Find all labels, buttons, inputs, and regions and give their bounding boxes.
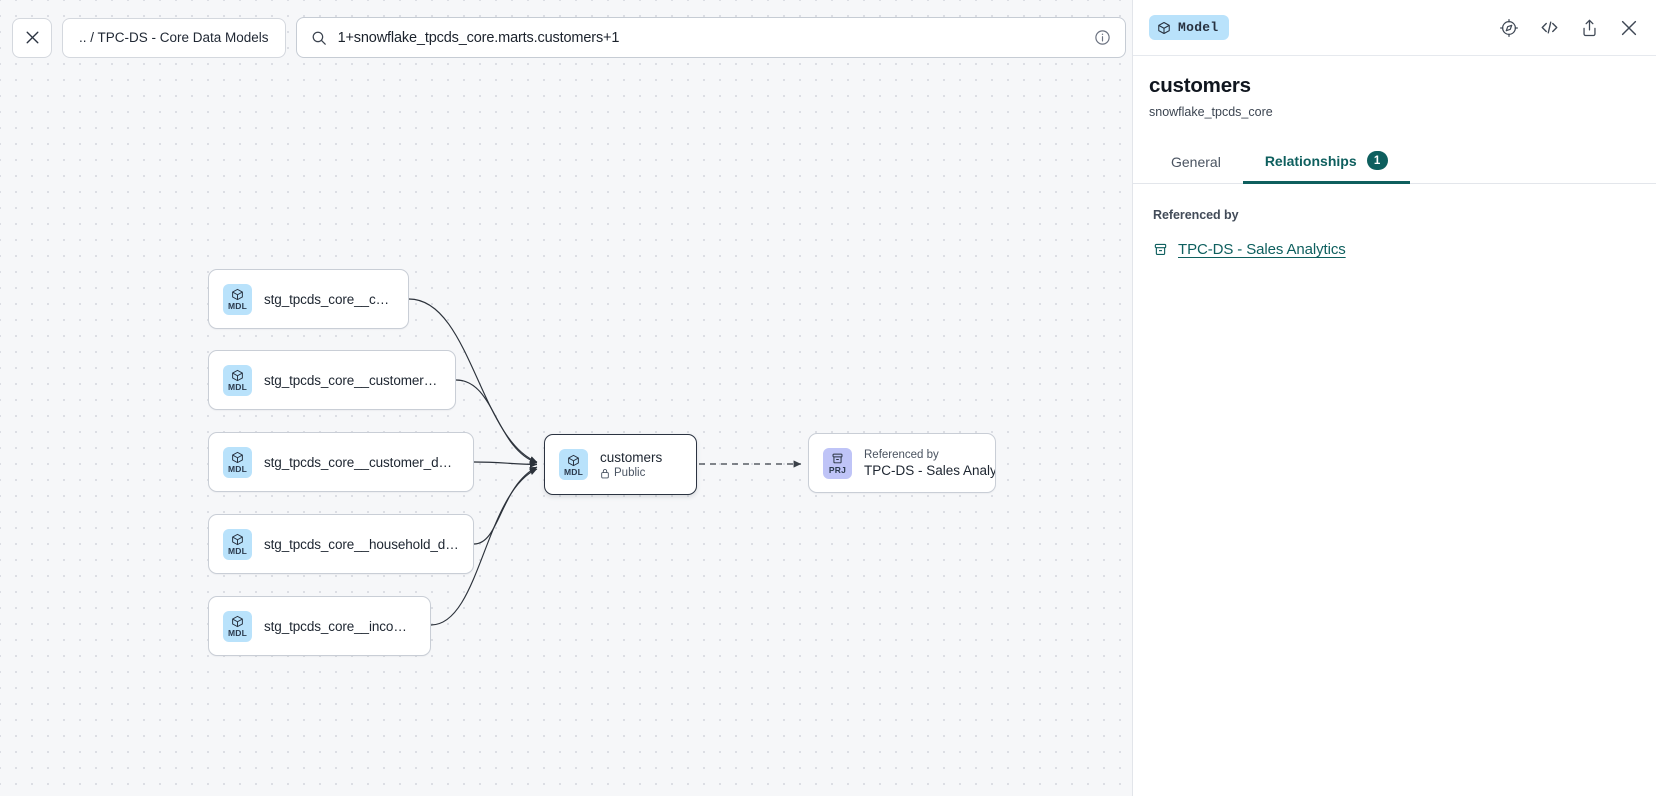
lineage-search[interactable] xyxy=(295,17,1126,58)
section-label-referenced-by: Referenced by xyxy=(1153,208,1239,222)
node-visibility-text: Public xyxy=(614,467,646,479)
project-badge-text: PRJ xyxy=(828,465,847,475)
cube-icon xyxy=(1157,21,1171,35)
lineage-nodes: MDL stg_tpcds_core__customer MDL stg_tpc… xyxy=(208,269,996,656)
model-badge: MDL xyxy=(223,446,252,478)
cube-icon xyxy=(567,453,580,467)
tab-general[interactable]: General xyxy=(1149,144,1243,184)
search-icon xyxy=(311,30,327,46)
lineage-canvas[interactable]: MDL stg_tpcds_core__customer MDL stg_tpc… xyxy=(0,0,1132,796)
model-badge-text: MDL xyxy=(227,464,247,474)
node-title: TPC-DS - Sales Analytics xyxy=(864,462,995,478)
project-badge: PRJ xyxy=(823,447,852,479)
node-kicker: Referenced by xyxy=(864,448,939,461)
tab-label: Relationships xyxy=(1264,152,1357,169)
node-title: customers xyxy=(600,450,663,465)
detail-panel: Model xyxy=(1132,0,1656,796)
cube-icon xyxy=(231,614,244,628)
breadcrumb[interactable]: .. / TPC-DS - Core Data Models xyxy=(62,17,286,58)
model-badge: MDL xyxy=(223,283,252,315)
lineage-node-upstream-2[interactable]: MDL stg_tpcds_core__customer_address xyxy=(208,350,456,410)
model-badge-text: MDL xyxy=(227,301,247,311)
model-badge-text: MDL xyxy=(227,382,247,392)
cube-icon xyxy=(231,287,244,301)
node-label: stg_tpcds_core__income_band xyxy=(264,618,416,634)
code-icon[interactable] xyxy=(1539,17,1560,38)
node-label: stg_tpcds_core__customer xyxy=(264,291,394,307)
node-text-block: Referenced by TPC-DS - Sales Analytics xyxy=(864,448,995,478)
model-badge-text: MDL xyxy=(563,466,583,477)
canvas-toolbar: .. / TPC-DS - Core Data Models xyxy=(12,17,1132,58)
detail-panel-actions xyxy=(1499,17,1639,38)
lineage-node-upstream-5[interactable]: MDL stg_tpcds_core__income_band xyxy=(208,596,431,656)
model-badge-text: MDL xyxy=(227,546,247,556)
node-visibility: Public xyxy=(600,467,662,479)
model-badge: MDL xyxy=(223,610,252,642)
close-canvas-button[interactable] xyxy=(12,17,52,58)
node-label: stg_tpcds_core__household_demogr… xyxy=(264,536,459,552)
node-text-block: customers Public xyxy=(600,450,662,479)
lineage-node-upstream-3[interactable]: MDL stg_tpcds_core__customer_demogra… xyxy=(208,432,474,492)
lock-icon xyxy=(600,468,610,479)
tab-label: General xyxy=(1171,154,1221,170)
detail-panel-title-block: customers snowflake_tpcds_core xyxy=(1133,56,1656,119)
node-label: stg_tpcds_core__customer_demogra… xyxy=(264,454,459,470)
share-icon[interactable] xyxy=(1580,18,1599,38)
explore-icon[interactable] xyxy=(1499,18,1519,38)
search-input[interactable] xyxy=(337,29,1083,46)
page-subtitle: snowflake_tpcds_core xyxy=(1149,105,1273,119)
asset-type-chip: Model xyxy=(1149,15,1229,40)
detail-panel-tabs: General Relationships 1 xyxy=(1133,141,1656,184)
model-badge: MDL xyxy=(223,528,252,560)
page-title: customers xyxy=(1149,74,1251,97)
info-icon[interactable] xyxy=(1094,29,1111,46)
list-item[interactable]: TPC-DS - Sales Analytics xyxy=(1153,241,1640,258)
tab-relationships[interactable]: Relationships 1 xyxy=(1242,141,1410,184)
node-label: stg_tpcds_core__customer_address xyxy=(264,372,441,388)
lineage-node-downstream-project[interactable]: PRJ Referenced by TPC-DS - Sales Analyti… xyxy=(808,433,996,493)
close-icon[interactable] xyxy=(1619,18,1639,38)
model-badge: MDL xyxy=(223,364,252,396)
model-badge-text: MDL xyxy=(227,628,247,638)
tab-count-badge: 1 xyxy=(1366,151,1388,170)
cube-icon xyxy=(231,532,244,546)
model-badge: MDL xyxy=(559,449,588,480)
lineage-node-upstream-1[interactable]: MDL stg_tpcds_core__customer xyxy=(208,269,409,329)
lineage-node-upstream-4[interactable]: MDL stg_tpcds_core__household_demogr… xyxy=(208,514,474,574)
close-icon xyxy=(24,29,41,46)
cube-icon xyxy=(231,450,244,464)
project-icon xyxy=(831,451,844,465)
asset-type-label: Model xyxy=(1178,20,1219,35)
relationships-tab-body: Referenced by TPC-DS - Sales Analytics xyxy=(1133,184,1656,258)
project-icon xyxy=(1153,242,1168,257)
referenced-by-link[interactable]: TPC-DS - Sales Analytics xyxy=(1178,241,1346,258)
detail-panel-header: Model xyxy=(1133,0,1656,56)
lineage-node-selected-customers[interactable]: MDL customers Public xyxy=(544,434,697,495)
cube-icon xyxy=(231,368,244,382)
